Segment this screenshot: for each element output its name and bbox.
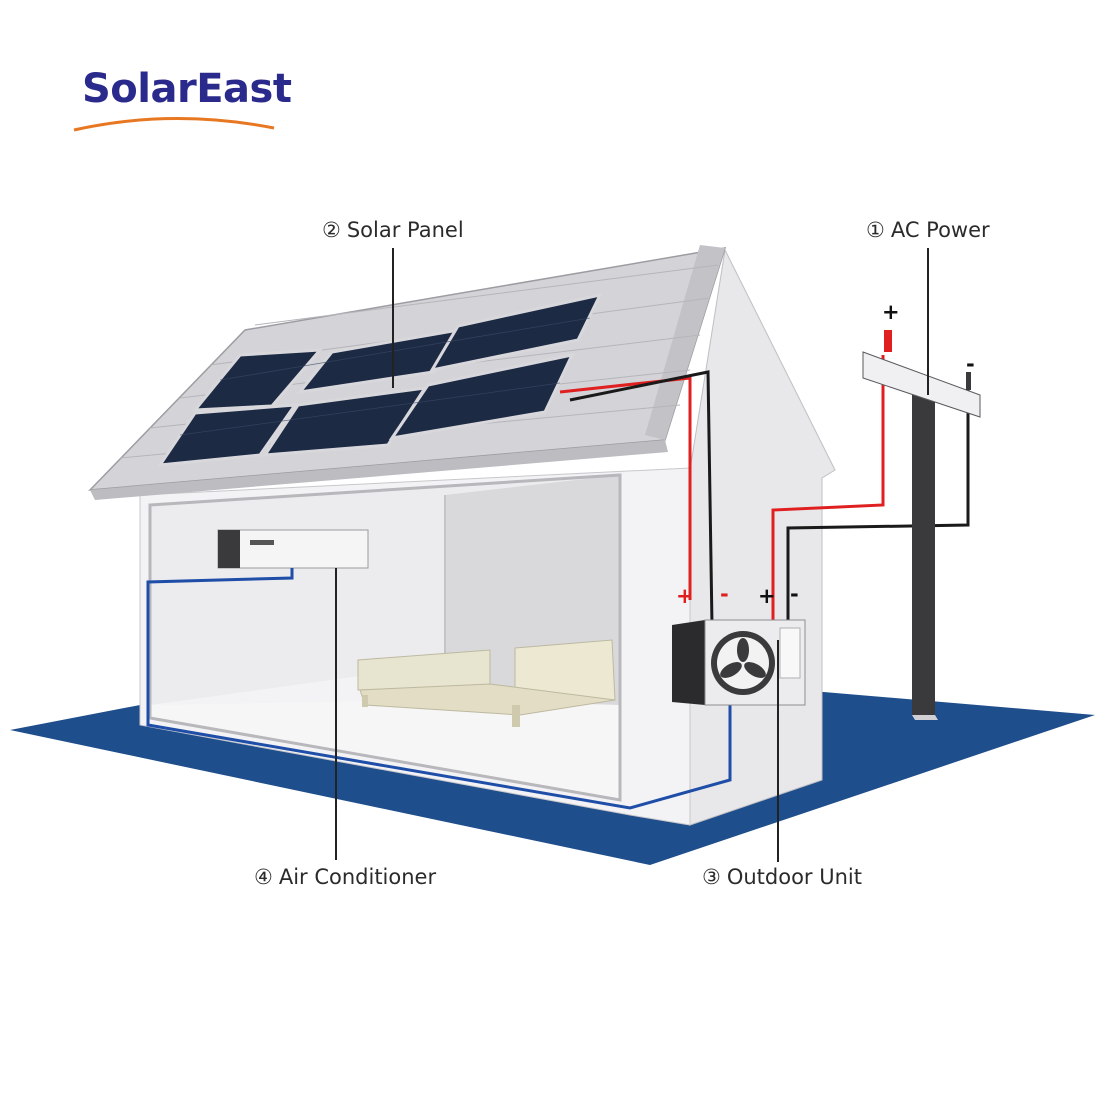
panel-negative-wire: [569, 370, 714, 626]
label-text: Solar Panel: [346, 218, 464, 242]
outdoor-unit: [672, 619, 806, 706]
panel-positive-wire: [559, 376, 692, 600]
brand-name: SolarEast: [82, 66, 292, 112]
label-text: Air Conditioner: [278, 865, 437, 889]
room-floor: [150, 700, 620, 800]
label-text: Outdoor Unit: [726, 865, 862, 889]
bed: [357, 639, 616, 727]
grid-positive-wire: [771, 355, 885, 625]
room-frame: [148, 473, 622, 802]
grid-plus-mark: +: [758, 584, 776, 608]
roof-front-edge: [90, 440, 668, 500]
pole-minus-mark: -: [966, 352, 975, 376]
label-number: ③: [702, 865, 721, 889]
pole-plus-mark: +: [882, 300, 900, 324]
grid-minus-mark: -: [790, 582, 799, 606]
logo-swoosh-icon: [73, 116, 275, 132]
label-text: AC Power: [890, 218, 990, 242]
panel-minus-mark: -: [720, 582, 729, 606]
label-number: ①: [866, 218, 885, 242]
label-number: ④: [254, 865, 273, 889]
indoor-ac-unit: [217, 529, 369, 569]
grid-negative-wire: [786, 388, 970, 625]
ac-indoor-wire: [146, 568, 732, 810]
utility-pole: [862, 330, 981, 720]
roof-edge: [645, 245, 725, 440]
solareast-logo: SolarEast: [73, 66, 292, 136]
panel-plus-mark: +: [676, 584, 694, 608]
label-number: ②: [322, 218, 341, 242]
